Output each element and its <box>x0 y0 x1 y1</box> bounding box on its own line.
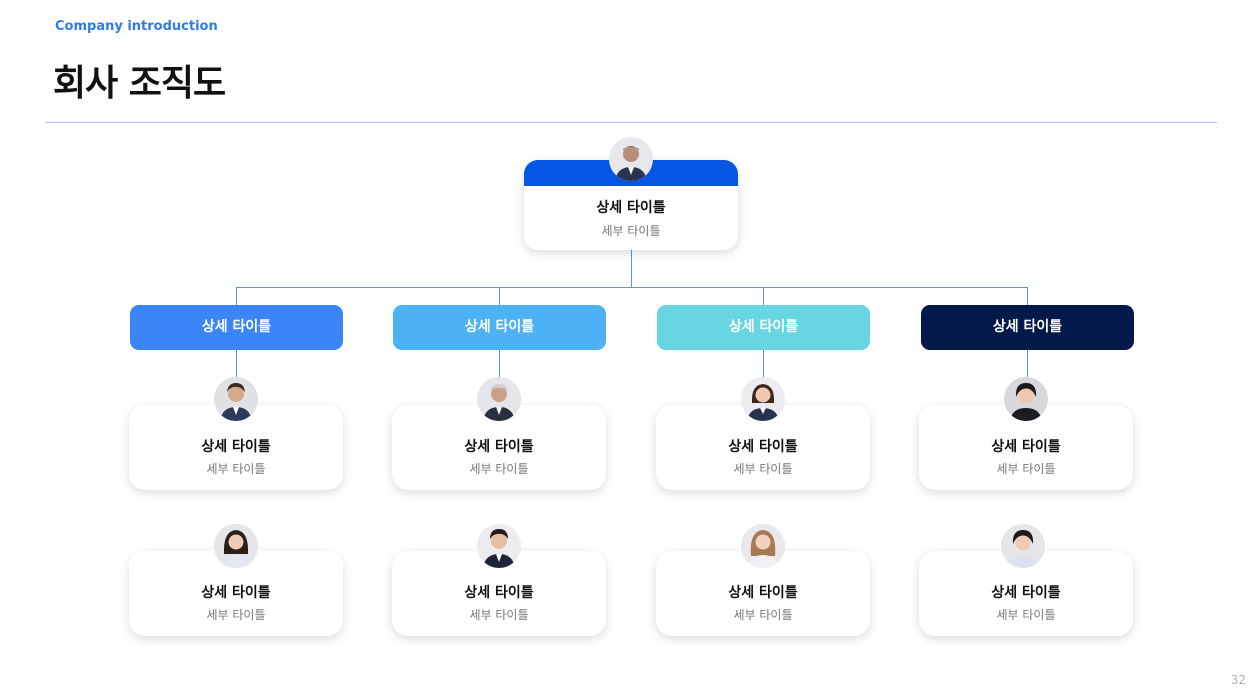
member-subtitle: 세부 타이틀 <box>996 462 1056 476</box>
person-icon <box>477 524 521 568</box>
person-icon <box>741 524 785 568</box>
member-title: 상세 타이틀 <box>991 585 1061 601</box>
member-title: 상세 타이틀 <box>201 585 271 601</box>
member-title: 상세 타이틀 <box>201 439 271 455</box>
member-card: 상세 타이틀 세부 타이틀 <box>392 405 606 490</box>
person-icon <box>741 377 785 421</box>
ceo-subtitle: 세부 타이틀 <box>601 224 661 238</box>
member-subtitle: 세부 타이틀 <box>469 462 529 476</box>
page-number: 32 <box>1230 673 1246 687</box>
member-title: 상세 타이틀 <box>464 585 534 601</box>
department-box: 상세 타이틀 <box>130 305 343 350</box>
person-icon <box>214 524 258 568</box>
person-icon <box>609 137 653 181</box>
connector-line <box>631 250 632 287</box>
member-subtitle: 세부 타이틀 <box>469 608 529 622</box>
ceo-title: 상세 타이틀 <box>596 200 666 216</box>
page-title: 회사 조직도 <box>53 63 226 104</box>
member-card: 상세 타이틀 세부 타이틀 <box>919 551 1133 636</box>
member-subtitle: 세부 타이틀 <box>206 462 266 476</box>
department-box: 상세 타이틀 <box>393 305 606 350</box>
department-box: 상세 타이틀 <box>921 305 1134 350</box>
person-icon <box>1004 377 1048 421</box>
member-title: 상세 타이틀 <box>728 439 798 455</box>
header-divider <box>45 122 1217 123</box>
department-box: 상세 타이틀 <box>657 305 870 350</box>
member-title: 상세 타이틀 <box>464 439 534 455</box>
connector-line <box>236 287 1028 288</box>
eyebrow-label: Company introduction <box>55 19 218 34</box>
person-icon <box>477 377 521 421</box>
member-subtitle: 세부 타이틀 <box>733 608 793 622</box>
member-title: 상세 타이틀 <box>991 439 1061 455</box>
member-title: 상세 타이틀 <box>728 585 798 601</box>
member-subtitle: 세부 타이틀 <box>996 608 1056 622</box>
member-subtitle: 세부 타이틀 <box>206 608 266 622</box>
member-subtitle: 세부 타이틀 <box>733 462 793 476</box>
person-icon <box>214 377 258 421</box>
person-icon <box>1001 524 1045 568</box>
